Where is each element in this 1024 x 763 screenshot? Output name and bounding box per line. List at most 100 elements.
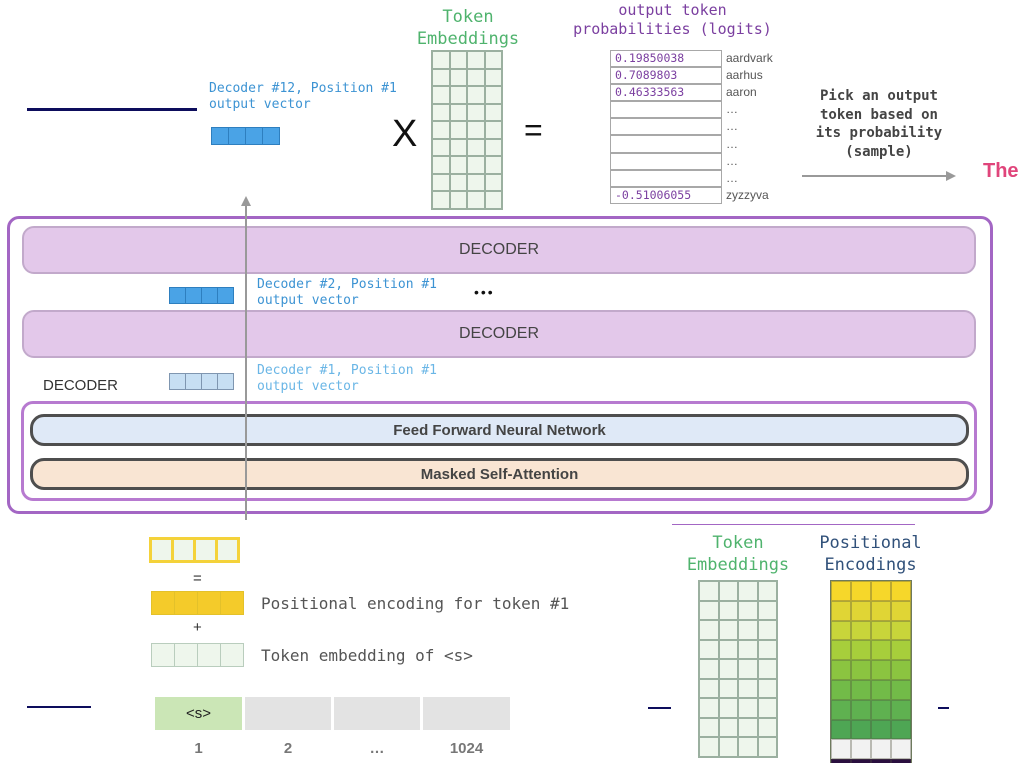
posenc-cell [851,699,871,720]
posenc-cell [831,699,851,720]
matrix-cell [484,173,502,192]
posenc-cell [891,699,911,720]
bottom-mid-line [648,707,671,709]
matrix-cell [449,191,467,209]
pick-output-text: Pick an output token based on its probab… [815,88,943,160]
posenc-cell [891,679,911,700]
matrix-cell [738,698,758,718]
matrix-cell [432,121,450,139]
matrix-cell [432,138,450,157]
decoder1-output-vector [169,373,234,390]
matrix-cell [449,156,467,174]
matrix-cell [718,600,738,621]
matrix-cell [484,68,502,87]
decoder1-output-label: Decoder #1, Position #1 output vector [257,363,438,394]
matrix-cell [484,51,502,69]
posenc-cell [831,759,851,763]
posenc-cell [871,581,891,601]
position-slot-2 [245,697,331,730]
logit-row: 0.7089803 aarhus [610,66,773,84]
posenc-cell [851,719,871,740]
matrix-cell [467,121,485,139]
position-number-ellipsis: … [369,740,385,757]
posenc-cell [851,660,871,680]
matrix-cell [484,121,502,139]
feed-forward-label: Feed Forward Neural Network [393,421,606,439]
posenc-cell [871,600,891,621]
top-left-line [27,108,197,111]
decoder12-label-line1: Decoder #12, Position #1 [209,81,397,96]
posenc-cell [851,640,871,661]
start-token-label: <s> [185,705,212,722]
matrix-cell [738,600,758,621]
matrix-cell [757,639,777,660]
matrix-cell [718,678,738,699]
matrix-cell [449,138,467,157]
posenc-cell [871,739,891,760]
equals-symbol: = [524,112,543,148]
posenc-cell [891,739,911,760]
matrix-cell [432,51,450,69]
bottom-right-divider [672,524,915,525]
token-embeddings-title-top: Token Embeddings [416,7,520,49]
feed-forward-block: Feed Forward Neural Network [30,414,969,446]
matrix-cell [757,600,777,621]
logit-row: … [610,152,773,170]
decoder2-output-label: Decoder #2, Position #1 output vector [257,277,438,308]
matrix-cell [432,103,450,122]
matrix-cell [449,103,467,122]
posenc-cell [871,660,891,680]
decoder-block-label: DECODER [43,377,119,394]
position-number-1: 1 [194,740,203,757]
posenc-cell [871,640,891,661]
decoder-stack-border [7,216,993,514]
logit-value: -0.51006055 [610,187,722,205]
logit-row: … [610,101,773,119]
matrix-cell [432,173,450,192]
token-embeddings-title-bottom: Token Embeddings [686,533,790,575]
matrix-cell [699,659,719,679]
matrix-cell [484,103,502,122]
matrix-cell [699,737,719,757]
decoder12-output-vector [211,127,280,145]
posenc-cell [851,679,871,700]
matrix-cell [718,620,738,640]
matrix-cell [757,620,777,640]
matrix-cell [757,717,777,738]
posenc-cell [831,660,851,680]
matrix-cell [718,717,738,738]
logit-value [610,169,722,187]
matrix-cell [449,51,467,69]
matrix-cell [738,581,758,601]
matrix-cell [432,86,450,104]
matrix-cell [718,737,738,757]
matrix-cell [757,737,777,757]
matrix-cell [699,717,719,738]
logit-word: aarhus [726,67,763,82]
matrix-cell [718,581,738,601]
decoder12-output-label: Decoder #12, Position #1 output vector [209,81,397,113]
posenc-cell [831,739,851,760]
masked-self-attention-block: Masked Self-Attention [30,458,969,490]
matrix-cell [467,68,485,87]
logit-word: … [726,102,738,117]
masked-self-attention-label: Masked Self-Attention [420,465,579,483]
logit-row: … [610,118,773,136]
logit-word: … [726,136,738,151]
decoder12-label-line2: output vector [209,97,311,112]
posenc-cell [891,620,911,641]
bottom-left-line [27,706,91,708]
posenc-cell [851,600,871,621]
posenc-cell [831,679,851,700]
logit-value [610,101,722,119]
posenc-cell [871,719,891,740]
matrix-cell [484,156,502,174]
matrix-cell [467,51,485,69]
position-slot-1: <s> [155,697,242,730]
posenc-cell [851,581,871,601]
decoder-mid-label: DECODER [458,325,539,342]
matrix-cell [467,173,485,192]
logit-value: 0.7089803 [610,66,722,84]
